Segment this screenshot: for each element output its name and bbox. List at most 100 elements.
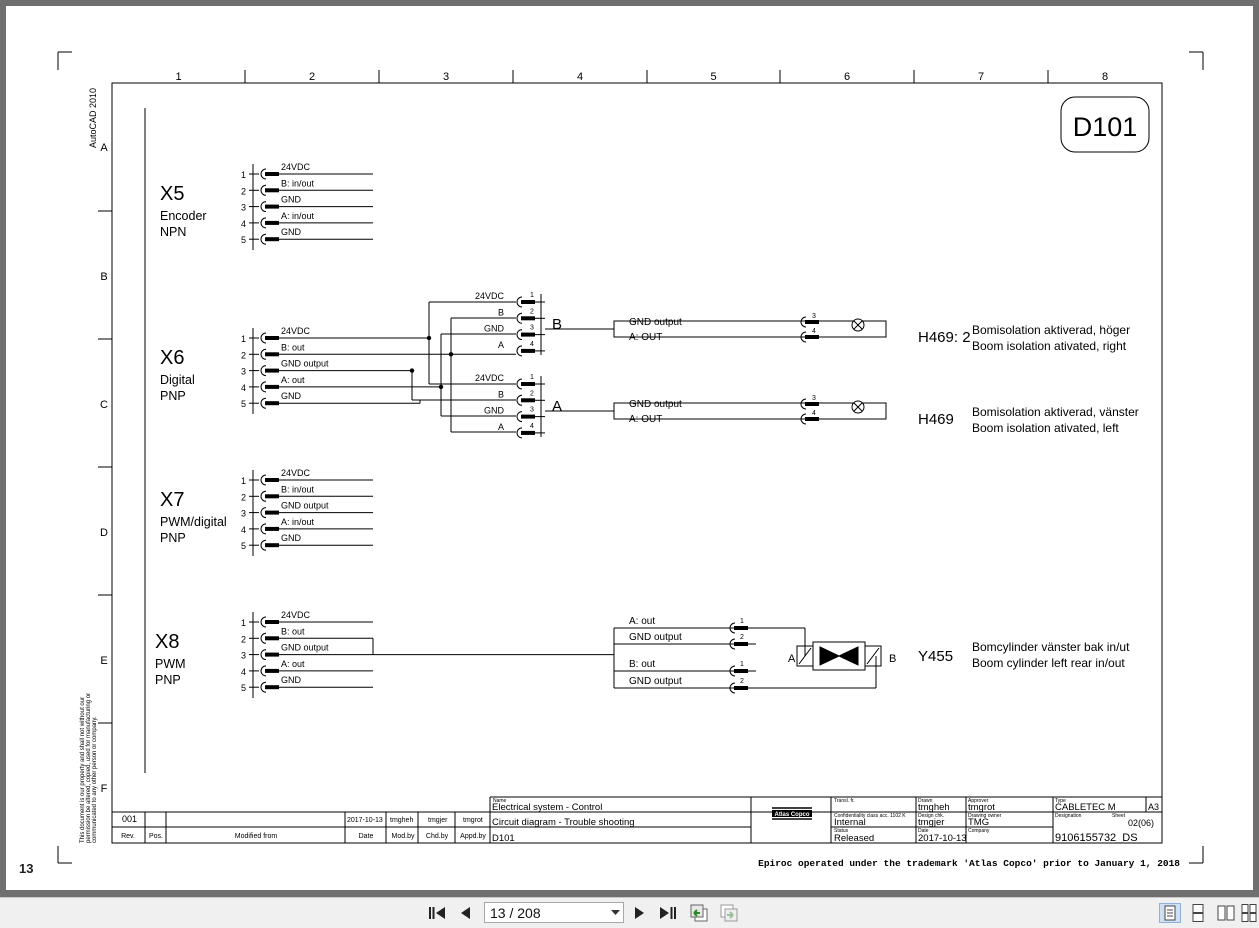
pin-contact	[265, 336, 279, 340]
sub-pin-signal: A	[498, 340, 504, 350]
pin-contact	[521, 382, 535, 386]
title-field-label: Designation	[1055, 813, 1082, 819]
pin-signal: GND	[281, 391, 302, 401]
pin-contact	[521, 414, 535, 419]
facing-view-button[interactable]	[1215, 903, 1237, 923]
pin-signal: GND	[281, 227, 302, 237]
sub-pin-number: 2	[530, 390, 534, 397]
pin-signal: B: out	[281, 626, 305, 636]
socket-symbol	[800, 316, 807, 328]
pin-number: 1	[241, 476, 246, 486]
socket-symbol	[260, 681, 267, 693]
pin-contact	[734, 626, 748, 630]
socket-symbol	[260, 332, 267, 344]
lamp-icon	[853, 320, 863, 330]
revision-header: Appd.by	[460, 833, 486, 840]
sub-pin-number: 3	[530, 407, 534, 414]
valve-description-en: Boom cylinder left rear in/out	[972, 656, 1125, 670]
pin-signal: GND output	[281, 643, 329, 653]
sub-pin-number: 2	[530, 308, 534, 315]
pin-signal: GND	[281, 195, 302, 205]
socket-symbol	[260, 523, 267, 535]
first-page-icon	[429, 907, 445, 919]
sub-pin-number: 1	[530, 292, 534, 299]
lamp-reference: H469: 2	[918, 329, 971, 346]
pin-number: 5	[241, 541, 246, 551]
pin-number: 1	[241, 334, 246, 344]
revision-header: Pos.	[149, 833, 163, 840]
pin-number: 4	[241, 525, 246, 535]
next-page-button[interactable]	[631, 903, 649, 923]
socket-symbol	[729, 682, 736, 694]
connector-type: PNP	[160, 531, 186, 545]
pin-contact	[265, 368, 279, 373]
title-field-label: Status	[834, 828, 849, 834]
software-label: AutoCAD 2010	[88, 88, 98, 148]
forward-view-button[interactable]	[718, 903, 740, 923]
pin-number: 5	[241, 683, 246, 693]
pin-contact	[521, 430, 535, 435]
company-logo	[772, 810, 812, 817]
output-wire-label: A: OUT	[629, 414, 662, 425]
connector-id: X7	[160, 489, 184, 511]
continuous-view-icon	[1192, 904, 1204, 922]
title-drawing-number: D101	[492, 833, 515, 844]
pin-contact	[265, 685, 279, 690]
valve-solenoid-a	[798, 647, 812, 665]
pin-contact	[265, 636, 279, 641]
valve-description-sv: Bomcylinder vänster bak in/ut	[972, 640, 1130, 654]
facing-view-icon	[1217, 905, 1235, 921]
connector-id: X5	[160, 183, 184, 205]
title-field-label: Date	[918, 828, 929, 834]
pin-number: 2	[241, 350, 246, 360]
pin-contact	[265, 510, 279, 515]
title-date: 2017-10-13	[918, 833, 967, 844]
pin-contact	[734, 642, 748, 646]
pin-contact	[734, 669, 748, 673]
facing-continuous-view-button[interactable]	[1240, 903, 1258, 923]
pin-signal: GND	[281, 533, 302, 543]
back-view-button[interactable]	[688, 903, 710, 923]
pin-signal: A: out	[281, 375, 305, 385]
socket-symbol	[516, 312, 523, 324]
first-page-button[interactable]	[427, 903, 447, 923]
single-page-view-button[interactable]	[1159, 903, 1181, 923]
pin-contact	[265, 384, 279, 389]
viewer-toolbar: 13 / 208	[0, 897, 1259, 928]
side-note: This document is our property and shall …	[80, 697, 86, 843]
column-number: 5	[710, 71, 716, 83]
socket-symbol	[800, 331, 807, 343]
sub-pin-signal: 24VDC	[475, 373, 505, 383]
pin-signal: A: in/out	[281, 517, 315, 527]
socket-symbol	[516, 427, 523, 439]
page-number-select[interactable]: 13 / 208	[484, 902, 624, 923]
column-number: 6	[844, 71, 850, 83]
pin-contact	[265, 652, 279, 657]
socket-symbol	[516, 394, 523, 406]
sub-pin-signal: B	[498, 389, 504, 399]
socket-symbol	[800, 413, 807, 425]
column-number: 8	[1102, 71, 1108, 83]
sub-pin-signal: GND	[484, 406, 505, 416]
last-page-button[interactable]	[658, 903, 678, 923]
lamp-description-sv: Bomisolation aktiverad, höger	[972, 323, 1130, 337]
column-number: 3	[443, 71, 449, 83]
socket-symbol	[260, 381, 267, 393]
pin-contact	[265, 620, 279, 624]
title-field-label: Confidentiality class acc. 1102 K	[834, 813, 906, 819]
title-owner: TMG	[968, 817, 989, 828]
revision-header: Date	[359, 833, 374, 840]
continuous-view-button[interactable]	[1187, 903, 1209, 923]
title-description: Circuit diagram - Trouble shooting	[492, 817, 635, 828]
pin-number: 2	[241, 634, 246, 644]
title-field-label: Sheet	[1112, 813, 1126, 819]
previous-page-button[interactable]	[456, 903, 474, 923]
pin-number: 2	[241, 186, 246, 196]
valve-pin-number: 2	[740, 678, 744, 685]
socket-symbol	[516, 329, 523, 341]
pin-contact	[265, 220, 279, 225]
sub-pin-signal: A	[498, 422, 504, 432]
output-wire-label: A: OUT	[629, 332, 662, 343]
pin-contact	[805, 335, 819, 339]
